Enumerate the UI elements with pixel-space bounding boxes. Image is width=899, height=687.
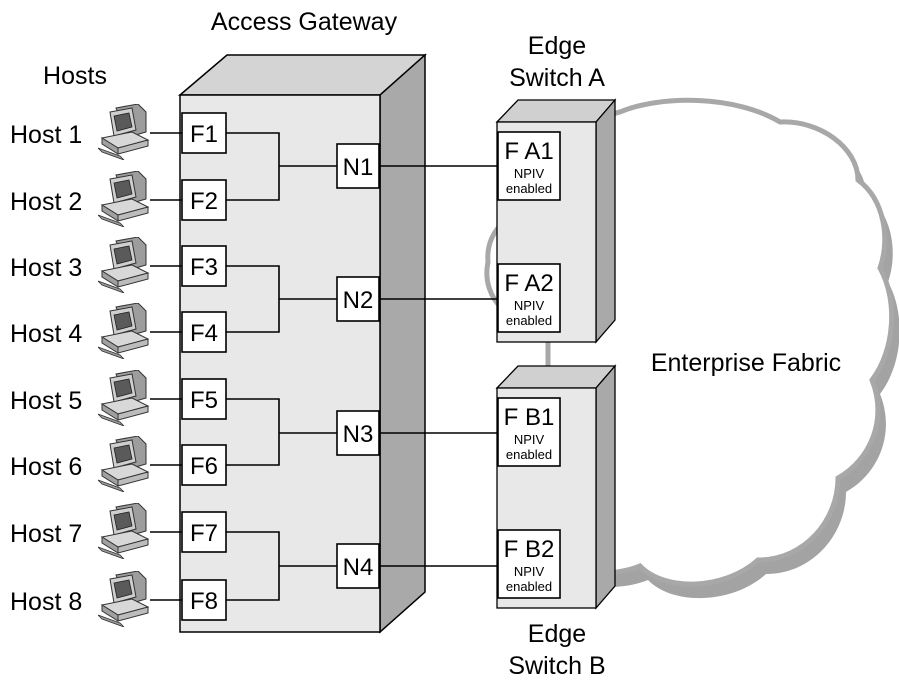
access-gateway-title: Access Gateway [211, 8, 398, 36]
f-port-4: F4 [181, 311, 227, 353]
f-port-1-label: F1 [190, 121, 218, 148]
computer-icon [98, 237, 149, 293]
fa1-enabled: enabled [506, 181, 552, 196]
host-4-label: Host 4 [10, 320, 82, 348]
host-links [150, 132, 182, 601]
switch-a-side [595, 98, 616, 344]
n-port-2: N2 [336, 276, 380, 322]
f-port-6: F6 [181, 444, 227, 486]
switch-ports: F A1 NPIV enabled F A2 NPIV enabled F B1… [497, 131, 561, 599]
f-port-1: F1 [181, 112, 227, 154]
computer-icon [98, 571, 149, 627]
host-8-label: Host 8 [10, 588, 82, 616]
fa1-label: F A1 [504, 138, 553, 165]
gateway-side-face [379, 53, 426, 634]
host-labels: Host 1 Host 2 Host 3 Host 4 Host 5 Host … [10, 121, 82, 616]
computer-icon [98, 370, 149, 426]
switch-b-top [495, 365, 617, 389]
host-2-label: Host 2 [10, 188, 82, 216]
internal-wiring [226, 132, 337, 601]
fa2-label: F A2 [504, 270, 553, 297]
fb2-npiv: NPIV [514, 564, 545, 579]
n-port-4-label: N4 [343, 554, 374, 581]
switch-b-title-line2: Switch B [508, 652, 605, 680]
host-1-label: Host 1 [10, 121, 82, 149]
host-3-label: Host 3 [10, 254, 82, 282]
switch-b-title-line1: Edge [528, 620, 586, 648]
host-6-label: Host 6 [10, 453, 82, 481]
switch-port-fb2: F B2 NPIV enabled [497, 529, 561, 599]
switch-b-side [595, 364, 616, 610]
computer-icon [98, 171, 149, 227]
f-port-5: F5 [181, 378, 227, 420]
switch-port-fa1: F A1 NPIV enabled [497, 131, 561, 201]
hosts-header: Hosts [43, 62, 107, 90]
n-port-1-label: N1 [343, 154, 374, 181]
n-port-4: N4 [336, 543, 380, 589]
computer-icon [98, 303, 149, 359]
switch-a-top [495, 99, 617, 123]
enterprise-fabric-label: Enterprise Fabric [651, 349, 841, 377]
fa1-npiv: NPIV [514, 166, 545, 181]
switch-a-title-line1: Edge [528, 32, 586, 60]
fa2-enabled: enabled [506, 313, 552, 328]
switch-a-title-line2: Switch A [509, 64, 605, 92]
f-port-5-label: F5 [190, 387, 218, 414]
fb1-npiv: NPIV [514, 432, 545, 447]
fb1-enabled: enabled [506, 447, 552, 462]
fb2-label: F B2 [504, 536, 555, 563]
f-port-2-label: F2 [190, 188, 218, 215]
host-7-label: Host 7 [10, 520, 82, 548]
f-port-3: F3 [181, 245, 227, 287]
computer-icon [98, 436, 149, 492]
fb2-enabled: enabled [506, 579, 552, 594]
n-port-3-label: N3 [343, 421, 374, 448]
host-5-label: Host 5 [10, 387, 82, 415]
f-port-7: F7 [181, 511, 227, 553]
n-port-1: N1 [336, 143, 380, 189]
host-icons [98, 104, 149, 627]
f-port-6-label: F6 [190, 453, 218, 480]
f-port-2: F2 [181, 179, 227, 221]
n-port-2-label: N2 [343, 287, 374, 314]
n-ports: N1 N2 N3 N4 [336, 143, 380, 589]
computer-icon [98, 503, 149, 559]
n-port-3: N3 [336, 410, 380, 456]
f-port-3-label: F3 [190, 254, 218, 281]
computer-icon [98, 104, 149, 160]
f-ports: F1 F2 F3 F4 F5 F6 F7 F8 [181, 112, 227, 621]
fa2-npiv: NPIV [514, 298, 545, 313]
fb1-label: F B1 [504, 404, 555, 431]
f-port-4-label: F4 [190, 320, 218, 347]
switch-port-fb1: F B1 NPIV enabled [497, 397, 561, 467]
f-port-7-label: F7 [190, 520, 218, 547]
switch-port-fa2: F A2 NPIV enabled [497, 263, 561, 333]
f-port-8-label: F8 [190, 588, 218, 615]
uplinks [379, 165, 498, 567]
wire-f5-n3 [226, 398, 280, 466]
f-port-8: F8 [181, 579, 227, 621]
